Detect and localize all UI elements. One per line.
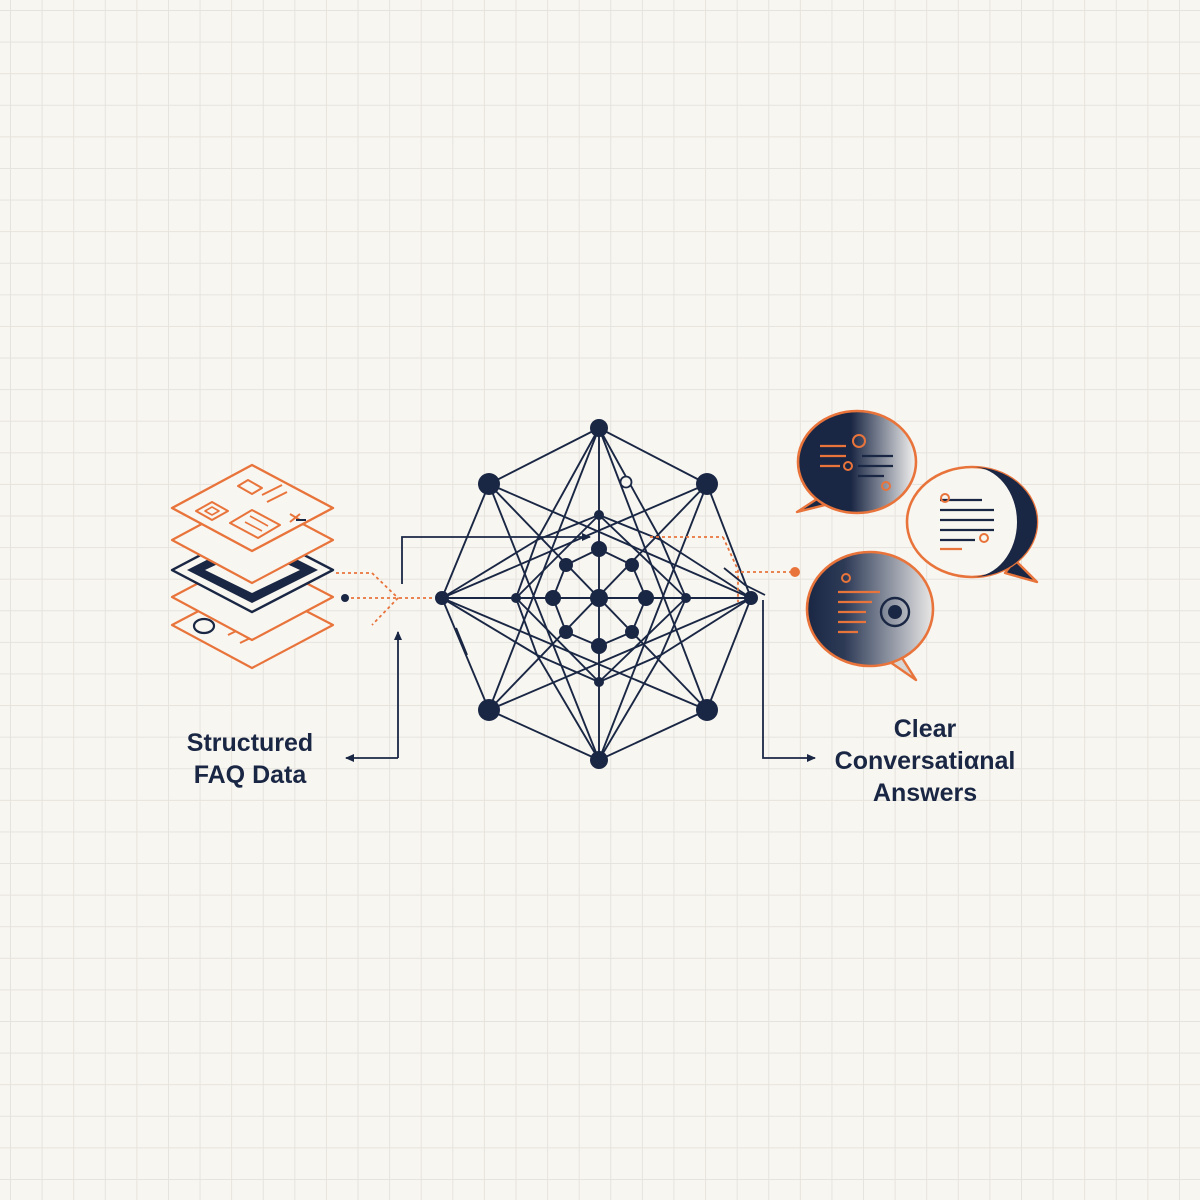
output-node-dot (790, 567, 800, 577)
network-node (638, 590, 654, 606)
network-node (590, 419, 608, 437)
network-node (696, 473, 718, 495)
document-layer-top (170, 463, 335, 553)
network-node (511, 593, 521, 603)
network-node (559, 625, 573, 639)
network-node (594, 677, 604, 687)
stacked-document-layers-icon (170, 463, 335, 670)
network-node (696, 699, 718, 721)
network-node-center (590, 589, 608, 607)
network-node (478, 699, 500, 721)
network-node-hollow (619, 475, 633, 489)
input-label: Structured FAQ Data (160, 727, 340, 791)
arrow-to-output-label (762, 600, 816, 762)
network-node (478, 473, 500, 495)
network-node (545, 590, 561, 606)
arrow-to-network (401, 533, 591, 584)
output-label: Clear Conversatiαnal Answers (815, 713, 1035, 809)
speech-bubbles-icon (795, 409, 1039, 682)
network-node (625, 558, 639, 572)
network-node (591, 541, 607, 557)
speech-bubble-top (795, 409, 918, 515)
network-node (590, 751, 608, 769)
network-node (594, 510, 604, 520)
input-label-line-1: Structured (186, 729, 314, 757)
network-node (625, 625, 639, 639)
input-connectors (336, 533, 591, 762)
input-label-line-2: FAQ Data (193, 761, 307, 789)
output-label-line-3: Answers (872, 779, 978, 807)
network-dash (455, 627, 468, 656)
output-connectors (650, 536, 816, 762)
output-label-line-2: Conversatiαnal (834, 747, 1016, 775)
network-node (681, 593, 691, 603)
network-node (435, 591, 449, 605)
input-node-dot (341, 594, 349, 602)
network-node (744, 591, 758, 605)
speech-bubble-bottom (805, 550, 935, 682)
output-label-line-1: Clear (893, 715, 957, 743)
network-nodes (435, 419, 758, 769)
network-node (591, 638, 607, 654)
network-node (559, 558, 573, 572)
speech-bubble-right (905, 465, 1039, 584)
